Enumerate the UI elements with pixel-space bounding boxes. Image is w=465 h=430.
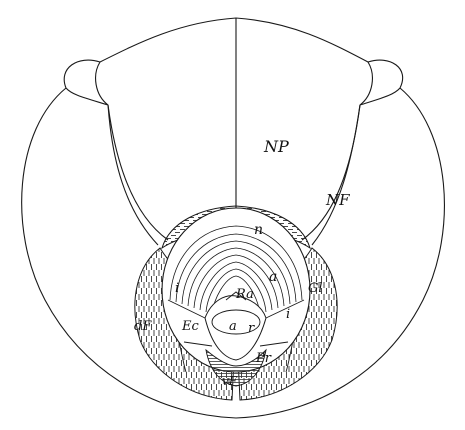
label-vf: vF — [222, 374, 238, 388]
neural-fold-left — [96, 62, 158, 245]
label-np: NP — [263, 137, 289, 156]
label-df: dF — [134, 319, 152, 334]
neural-plate-outline — [64, 18, 402, 88]
label-nf: NF — [325, 191, 350, 209]
label-a-upper: a — [269, 269, 277, 285]
label-n: n — [254, 222, 263, 238]
label-i-left: i — [175, 281, 179, 296]
label-pr: Pr — [255, 351, 272, 366]
label-r: r — [248, 321, 255, 336]
neural-fold-right — [312, 62, 372, 245]
label-i-right: i — [286, 307, 290, 322]
label-ec: Ec — [181, 319, 199, 334]
label-gl: Gl — [308, 281, 323, 296]
label-a-lower: a — [229, 319, 237, 334]
label-ra: Ra — [235, 287, 254, 302]
